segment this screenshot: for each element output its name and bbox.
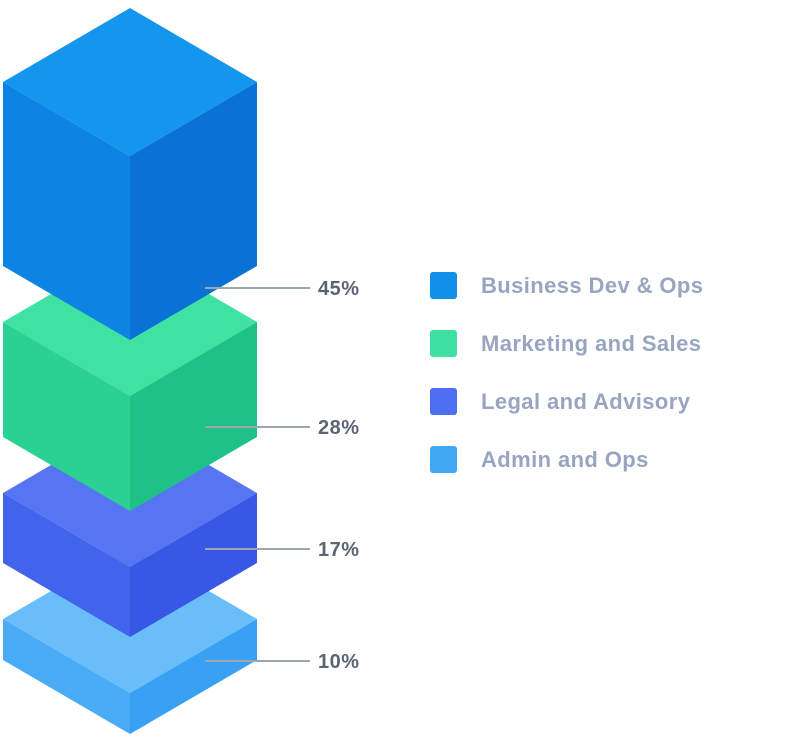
stacked-cube-chart: 45% 28% 17% 10% <box>3 8 360 734</box>
percent-label: 17% <box>318 539 360 561</box>
block-left-face <box>3 322 130 511</box>
block-right-face <box>130 619 257 734</box>
legend-swatch <box>430 446 457 473</box>
percent-label: 45% <box>318 278 360 300</box>
block-left-face <box>3 493 130 637</box>
legend-swatch <box>430 272 457 299</box>
block-right-face <box>130 493 257 637</box>
legend-item: Marketing and Sales <box>430 330 703 357</box>
chart-legend: Business Dev & Ops Marketing and Sales L… <box>430 272 703 473</box>
legend-item-label: Admin and Ops <box>481 446 649 472</box>
percent-label: 28% <box>318 417 360 439</box>
legend-item-label: Marketing and Sales <box>481 330 702 356</box>
block-left-face <box>3 82 130 340</box>
percent-label: 10% <box>318 651 360 673</box>
legend-swatch <box>430 330 457 357</box>
legend-item-label: Business Dev & Ops <box>481 272 704 298</box>
block-right-face <box>130 82 257 340</box>
block-right-face <box>130 322 257 511</box>
legend-item: Business Dev & Ops <box>430 272 703 299</box>
block-left-face <box>3 619 130 734</box>
legend-swatch <box>430 388 457 415</box>
legend-item: Admin and Ops <box>430 446 703 473</box>
legend-item: Legal and Advisory <box>430 388 703 415</box>
legend-item-label: Legal and Advisory <box>481 388 691 414</box>
